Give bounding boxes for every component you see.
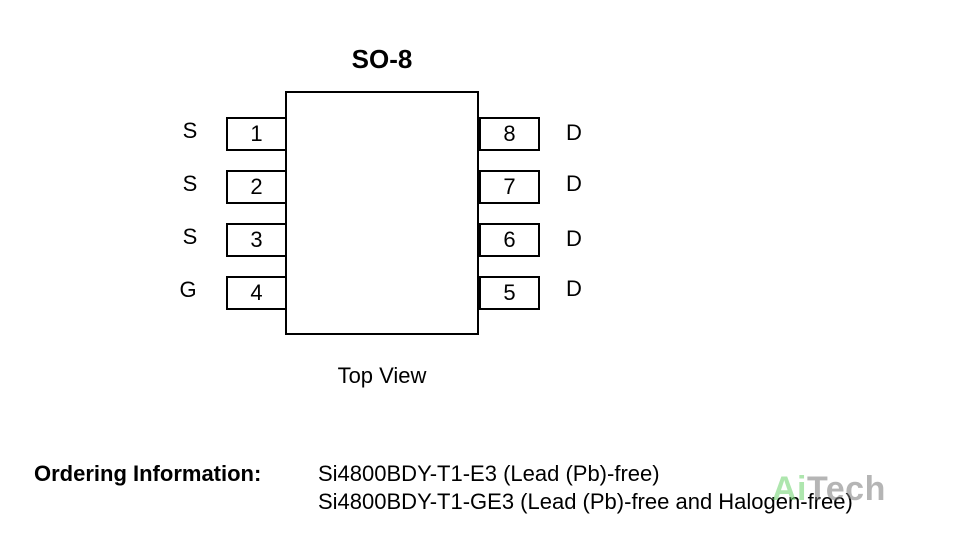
pin-7-signal: D	[566, 171, 582, 196]
pin-4-signal: G	[179, 277, 197, 302]
pin-8-box: 8	[479, 117, 540, 151]
pin-5-number: 5	[503, 280, 516, 305]
ordering-line-2: Si4800BDY-T1-GE3 (Lead (Pb)-free and Hal…	[318, 489, 853, 514]
watermark-rest: Tech	[807, 470, 886, 508]
pin-1-signal: S	[182, 118, 198, 143]
pin-4-number: 4	[250, 280, 263, 305]
pin-3-signal: S	[182, 224, 198, 249]
pin-6-number: 6	[503, 227, 516, 252]
pin-2-signal: S	[182, 171, 198, 196]
pin-5-signal: D	[566, 276, 582, 301]
pin-2-box: 2	[226, 170, 287, 204]
ordering-line-1: Si4800BDY-T1-E3 (Lead (Pb)-free)	[318, 461, 660, 486]
pin-1-number: 1	[250, 121, 263, 146]
pin-2-number: 2	[250, 174, 263, 199]
package-title: SO-8	[351, 44, 413, 74]
pin-6-box: 6	[479, 223, 540, 257]
pin-8-signal: D	[566, 120, 582, 145]
view-label: Top View	[337, 363, 427, 388]
ordering-label: Ordering Information:	[34, 461, 262, 486]
watermark-logo: AiTech	[772, 470, 886, 509]
pin-3-number: 3	[250, 227, 263, 252]
pin-7-number: 7	[503, 174, 516, 199]
pin-3-box: 3	[226, 223, 287, 257]
watermark-first: Ai	[772, 470, 807, 508]
pin-5-box: 5	[479, 276, 540, 310]
pin-8-number: 8	[503, 121, 516, 146]
pin-6-signal: D	[566, 226, 582, 251]
pin-4-box: 4	[226, 276, 287, 310]
chip-body	[285, 91, 479, 335]
pin-7-box: 7	[479, 170, 540, 204]
pin-1-box: 1	[226, 117, 287, 151]
